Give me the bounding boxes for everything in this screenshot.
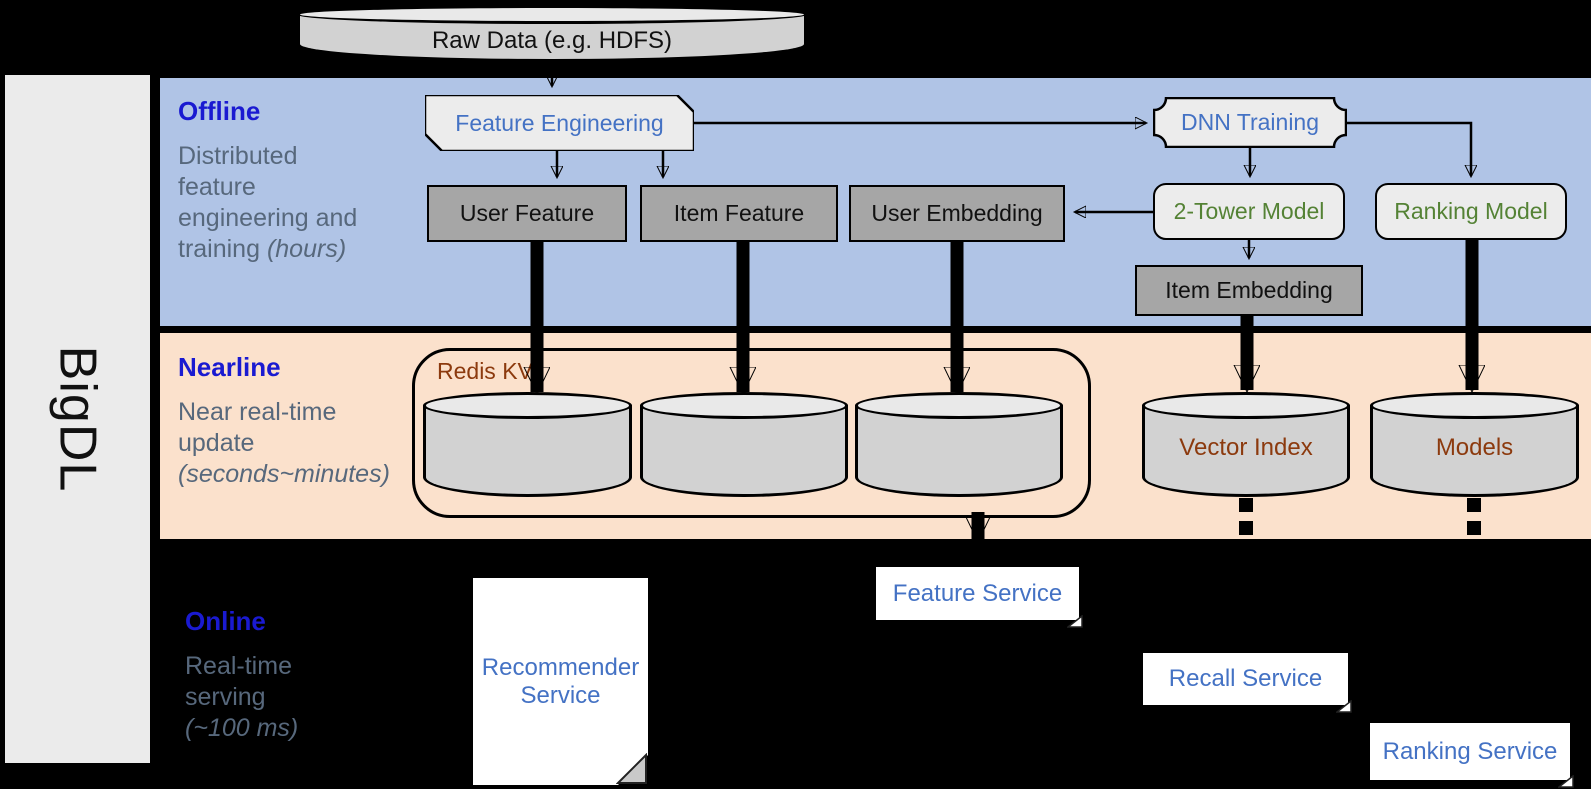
offline-description: Distributed feature engineering and trai… [178, 141, 418, 265]
models-cylinder: Models [1370, 392, 1579, 497]
feature-engineering-shape [425, 95, 694, 151]
recommender-service-card: Recommender Service [473, 578, 648, 785]
redis-cylinder-1-body [423, 405, 632, 497]
offline-section-label: Offline Distributed feature engineering … [178, 96, 418, 265]
redis-cylinder-2-body [640, 405, 848, 497]
offline-desc-line3: engineering and [178, 204, 358, 232]
offline-desc-line2: feature [178, 173, 256, 201]
dnn-training-shape [1153, 97, 1347, 148]
dnn-training-node: DNN Training [1153, 97, 1347, 148]
nearline-desc-line2: update [178, 429, 255, 457]
user-feature-label: User Feature [459, 200, 595, 226]
recommender-service-node: Recommender Service [473, 578, 648, 785]
vector-index-cylinder-body [1142, 405, 1350, 497]
feature-engineering-label: Feature Engineering [455, 109, 664, 136]
nearline-section-label: Nearline Near real-time update (seconds~… [178, 352, 413, 490]
online-title: Online [185, 606, 266, 636]
recall-service-label: Recall Service [1168, 665, 1323, 692]
feature-service-card: Feature Service [876, 567, 1079, 620]
user-embedding-label: User Embedding [871, 200, 1043, 226]
feature-service-label: Feature Service [892, 579, 1063, 607]
two-tower-model-label: 2-Tower Model [1173, 198, 1325, 224]
models-cylinder-body [1370, 405, 1579, 497]
ranking-service-card: Ranking Service [1370, 723, 1570, 780]
ranking-model-label: Ranking Model [1394, 198, 1548, 224]
bigdl-logo-text: BigDL [48, 345, 107, 493]
item-feature-node: Item Feature [640, 185, 838, 242]
online-desc-line3: (~100 ms) [185, 714, 299, 742]
ranking-service-label: Ranking Service [1382, 737, 1558, 765]
online-section-label: Online Real-time serving (~100 ms) [185, 606, 425, 744]
nearline-title: Nearline [178, 352, 281, 382]
ranking-service-fold [1558, 775, 1574, 788]
recall-service-card: Recall Service [1143, 653, 1348, 705]
item-feature-label: Item Feature [673, 200, 805, 226]
models-label: Models [1435, 434, 1514, 461]
redis-cylinder-2 [640, 392, 848, 497]
offline-desc-line4: training (hours) [178, 234, 418, 265]
redis-cylinder-2-top [640, 392, 848, 419]
offline-desc-line1: Distributed [178, 142, 298, 170]
redis-cylinder-3-top [855, 392, 1063, 419]
raw-data-cylinder: Raw Data (e.g. HDFS) [297, 5, 807, 62]
feature-service-node: Feature Service [876, 567, 1083, 628]
nearline-desc-line3: (seconds~minutes) [178, 460, 390, 488]
nearline-desc-line1: Near real-time [178, 398, 337, 426]
user-feature-node: User Feature [427, 185, 627, 242]
raw-data-cylinder-top [297, 5, 807, 24]
vector-index-label: Vector Index [1179, 434, 1313, 461]
item-embedding-node: Item Embedding [1135, 265, 1363, 316]
redis-cylinder-3 [855, 392, 1063, 497]
models-cylinder-top [1370, 392, 1579, 419]
feature-engineering-node: Feature Engineering [425, 95, 694, 151]
offline-desc-line4-text: training [178, 235, 267, 263]
offline-desc-line4-italic: (hours) [266, 235, 347, 263]
redis-kv-label: Redis KV [437, 358, 533, 384]
redis-cylinder-3-body [855, 405, 1063, 497]
ranking-service-node: Ranking Service [1370, 723, 1574, 788]
offline-title: Offline [178, 96, 261, 126]
recommender-service-label: Recommender Service [481, 653, 640, 709]
vector-index-cylinder: Vector Index [1142, 392, 1350, 497]
two-tower-model-node: 2-Tower Model [1153, 183, 1345, 240]
online-desc-line2: serving [185, 683, 266, 711]
ranking-model-node: Ranking Model [1375, 183, 1567, 240]
feature-service-fold [1067, 615, 1083, 628]
redis-cylinder-1 [423, 392, 632, 497]
raw-data-label: Raw Data (e.g. HDFS) [431, 27, 673, 54]
item-embedding-label: Item Embedding [1165, 277, 1333, 303]
redis-cylinder-1-top [423, 392, 632, 419]
dnn-training-label: DNN Training [1180, 109, 1320, 135]
nearline-description: Near real-time update (seconds~minutes) [178, 397, 413, 490]
recall-service-node: Recall Service [1143, 653, 1352, 713]
bigdl-sidebar: BigDL [5, 75, 150, 763]
user-embedding-node: User Embedding [849, 185, 1065, 242]
vector-index-cylinder-top [1142, 392, 1350, 419]
recall-service-fold [1336, 700, 1352, 713]
redis-kv-container [412, 348, 1091, 518]
online-description: Real-time serving (~100 ms) [185, 651, 425, 744]
online-desc-line1: Real-time [185, 652, 292, 680]
recommender-service-fold [616, 753, 647, 784]
